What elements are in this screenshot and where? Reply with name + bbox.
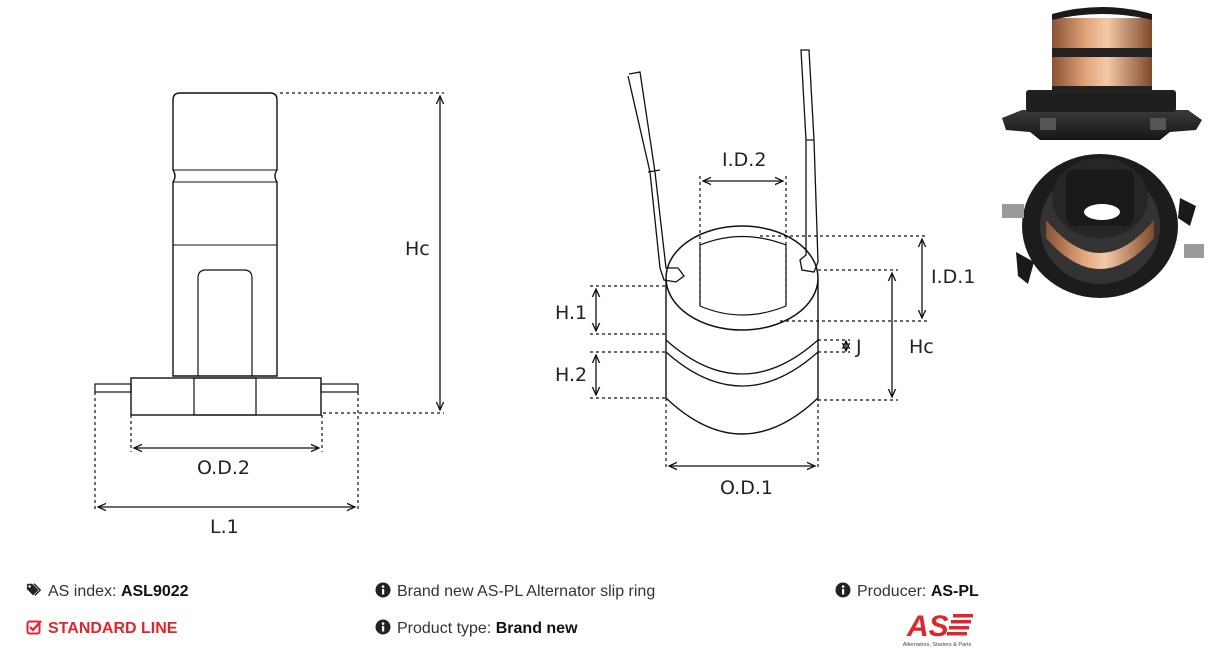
label-l1: L.1 xyxy=(210,516,239,538)
as-index-row: AS index: ASL9022 xyxy=(26,582,189,601)
svg-text:Alternators, Starters & Parts: Alternators, Starters & Parts xyxy=(903,642,972,648)
label-h1: H.1 xyxy=(555,302,587,324)
label-id2: I.D.2 xyxy=(722,149,766,171)
label-h2: H.2 xyxy=(555,364,587,386)
checkbox-icon xyxy=(26,620,42,635)
as-index-value: ASL9022 xyxy=(120,583,189,600)
info-circle-icon xyxy=(835,582,851,598)
product-photo-top xyxy=(1002,154,1204,298)
as-pl-logo: AS Alternators, Starters & Parts xyxy=(903,610,973,648)
label-hc-left: Hc xyxy=(405,238,430,260)
product-type-row: Product type: Brand new xyxy=(375,619,578,638)
product-type-label: Product type: xyxy=(397,620,492,637)
label-j: J xyxy=(855,336,862,358)
product-photo-side xyxy=(1002,7,1202,140)
as-index-label: AS index: xyxy=(48,583,117,600)
standard-line-row: STANDARD LINE xyxy=(26,619,177,638)
label-od2: O.D.2 xyxy=(197,457,250,479)
standard-line-label: STANDARD LINE xyxy=(48,620,178,637)
svg-text:AS: AS xyxy=(906,610,949,643)
producer-row: Producer: AS-PL xyxy=(835,582,979,601)
product-type-value: Brand new xyxy=(495,620,578,637)
info-circle-icon xyxy=(375,619,391,635)
description-text: Brand new AS-PL Alternator slip ring xyxy=(397,583,656,600)
producer-label: Producer: xyxy=(857,583,927,600)
producer-value: AS-PL xyxy=(930,583,979,600)
description-row: Brand new AS-PL Alternator slip ring xyxy=(375,582,655,601)
tags-icon xyxy=(26,583,42,596)
info-circle-icon xyxy=(375,582,391,598)
side-view-drawing xyxy=(94,92,444,512)
label-od1: O.D.1 xyxy=(720,477,773,499)
label-id1: I.D.1 xyxy=(931,266,975,288)
perspective-view-drawing xyxy=(590,49,928,470)
label-hc-right: Hc xyxy=(909,336,934,358)
